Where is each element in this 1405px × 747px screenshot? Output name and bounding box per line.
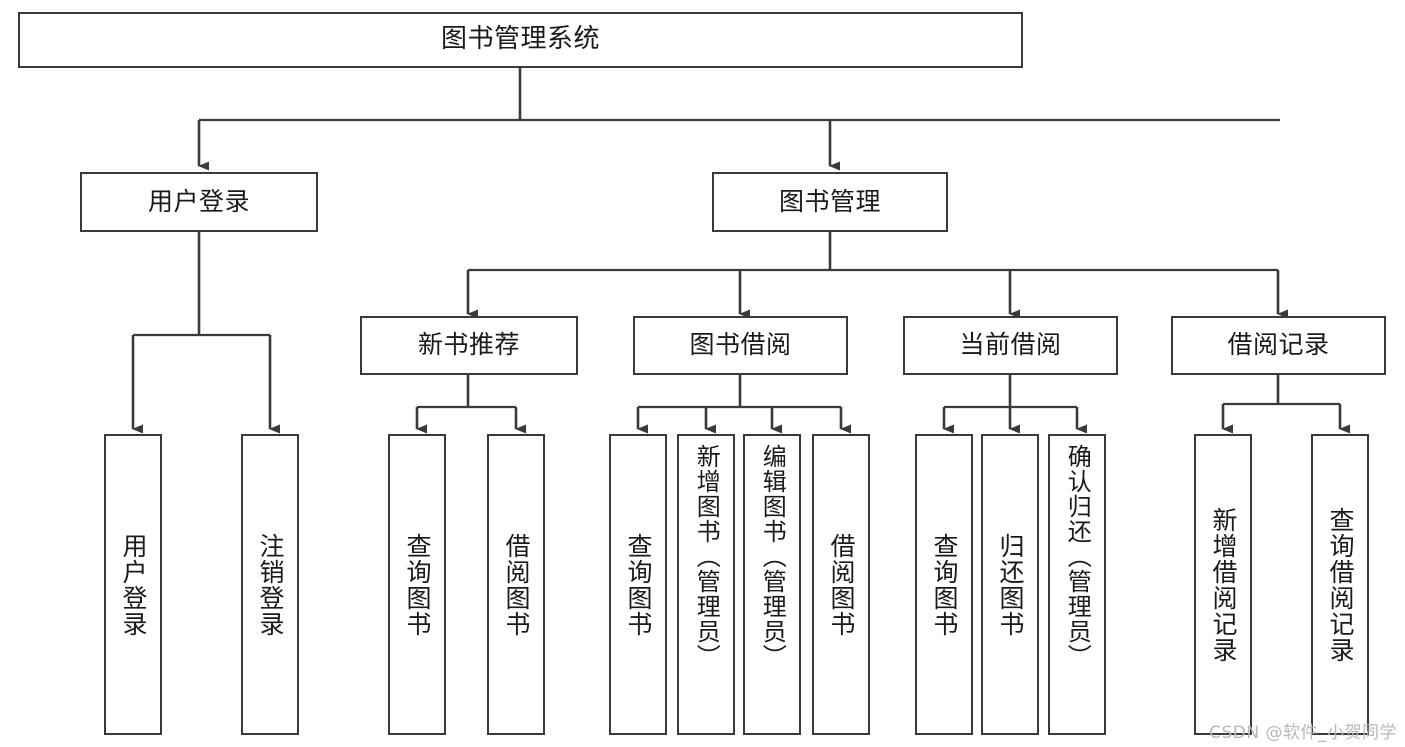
watermark-text: CSDN @软件_小贺同学: [1209, 723, 1397, 743]
node-label: 图书借阅: [689, 330, 792, 360]
node-leaf-confirm-return-admin[interactable]: 确认归还（管理员）: [1048, 434, 1106, 735]
node-label: 用户登录: [119, 532, 148, 637]
node-book-borrow[interactable]: 图书借阅: [633, 316, 848, 375]
node-label: 编辑图书（管理员）: [758, 444, 787, 669]
node-current-borrow[interactable]: 当前借阅: [903, 316, 1118, 375]
node-leaf-add-borrow-record[interactable]: 新增借阅记录: [1194, 434, 1252, 735]
node-label: 用户登录: [147, 186, 250, 216]
node-leaf-query-borrow-record[interactable]: 查询借阅记录: [1311, 434, 1369, 735]
node-label: 借阅图书: [502, 532, 531, 637]
node-label: 新书推荐: [417, 330, 520, 360]
node-leaf-logout[interactable]: 注销登录: [241, 434, 299, 735]
node-leaf-query-book-current[interactable]: 查询图书: [915, 434, 973, 735]
node-label: 查询图书: [930, 532, 959, 637]
node-root-system[interactable]: 图书管理系统: [18, 12, 1023, 68]
node-leaf-query-book-recommend[interactable]: 查询图书: [388, 434, 446, 735]
node-label: 图书管理: [778, 186, 881, 216]
node-leaf-borrow-book-recommend[interactable]: 借阅图书: [487, 434, 545, 735]
node-label: 当前借阅: [959, 330, 1062, 360]
node-leaf-user-login[interactable]: 用户登录: [104, 434, 162, 735]
node-label: 归还图书: [996, 532, 1025, 637]
node-leaf-add-book-admin[interactable]: 新增图书（管理员）: [677, 434, 735, 735]
node-new-book-recommend[interactable]: 新书推荐: [360, 316, 578, 375]
node-borrow-record[interactable]: 借阅记录: [1171, 316, 1386, 375]
node-label: 新增借阅记录: [1209, 506, 1238, 663]
node-label: 新增图书（管理员）: [692, 444, 721, 669]
node-label: 图书管理系统: [440, 24, 600, 55]
node-leaf-return-book[interactable]: 归还图书: [981, 434, 1039, 735]
node-label: 注销登录: [256, 532, 285, 637]
node-leaf-borrow-book[interactable]: 借阅图书: [812, 434, 870, 735]
node-label: 确认归还（管理员）: [1063, 444, 1092, 669]
node-label: 查询图书: [403, 532, 432, 637]
node-user-login[interactable]: 用户登录: [80, 172, 318, 232]
node-label: 借阅图书: [827, 532, 856, 637]
node-leaf-edit-book-admin[interactable]: 编辑图书（管理员）: [743, 434, 801, 735]
node-label: 借阅记录: [1227, 330, 1330, 360]
node-book-management[interactable]: 图书管理: [712, 172, 948, 232]
node-label: 查询借阅记录: [1326, 506, 1355, 663]
node-label: 查询图书: [624, 532, 653, 637]
node-leaf-query-book-borrow[interactable]: 查询图书: [609, 434, 667, 735]
